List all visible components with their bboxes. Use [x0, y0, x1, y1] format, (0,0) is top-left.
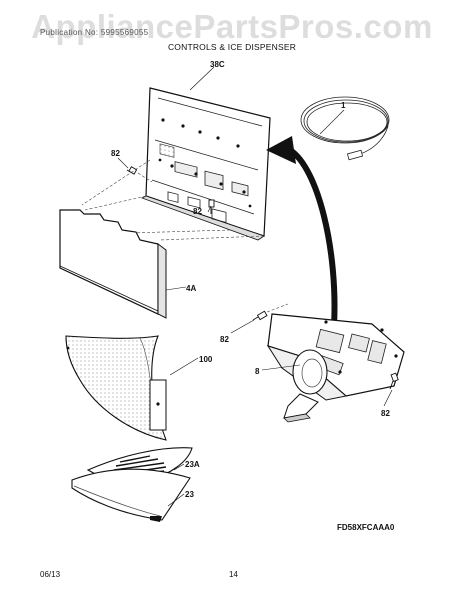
callout-4a: 4A [186, 284, 196, 293]
leader-23a [173, 463, 185, 471]
callout-8: 8 [255, 367, 260, 376]
curved-shield-100[interactable] [65, 335, 167, 441]
screw-icon[interactable] [389, 372, 399, 390]
callout-100: 100 [199, 355, 213, 364]
model-code: FD58XFCAAA0 [337, 523, 395, 532]
leader-4a [165, 286, 187, 291]
leader-8 [261, 364, 301, 371]
leader-82a [117, 157, 129, 169]
curved-arrow-icon [266, 136, 338, 327]
control-board-38c[interactable] [140, 87, 271, 241]
callout-23: 23 [185, 490, 194, 499]
screw-icon[interactable] [252, 310, 268, 321]
callout-82-dispenser: 82 [220, 335, 229, 344]
site-watermark: AppliancePartsPros.com [31, 8, 433, 45]
leader-100 [169, 357, 199, 376]
leader-82c [230, 319, 255, 334]
leader-1 [319, 109, 345, 135]
callout-82-board-bottom: 82 [193, 207, 202, 216]
ice-dispenser-assembly-8[interactable] [266, 313, 405, 423]
leader-23 [167, 493, 185, 507]
section-title: CONTROLS & ICE DISPENSER [167, 42, 297, 52]
footer-page-number: 14 [229, 570, 238, 579]
drip-tray-23[interactable] [71, 468, 191, 522]
screw-icon[interactable] [208, 199, 215, 214]
publication-number: Publication No: 5995569055 [40, 28, 149, 37]
callout-82-right: 82 [381, 409, 390, 418]
cover-4a[interactable] [59, 209, 167, 319]
screw-icon[interactable] [126, 166, 138, 175]
leader-82d [383, 389, 393, 407]
footer-date: 06/13 [40, 570, 61, 579]
callout-23a: 23A [185, 460, 200, 469]
leader-38c [189, 66, 215, 91]
wire-harness-1[interactable] [300, 96, 390, 161]
callout-1: 1 [341, 101, 346, 110]
callout-38c: 38C [210, 60, 225, 69]
callout-82-board: 82 [111, 149, 120, 158]
